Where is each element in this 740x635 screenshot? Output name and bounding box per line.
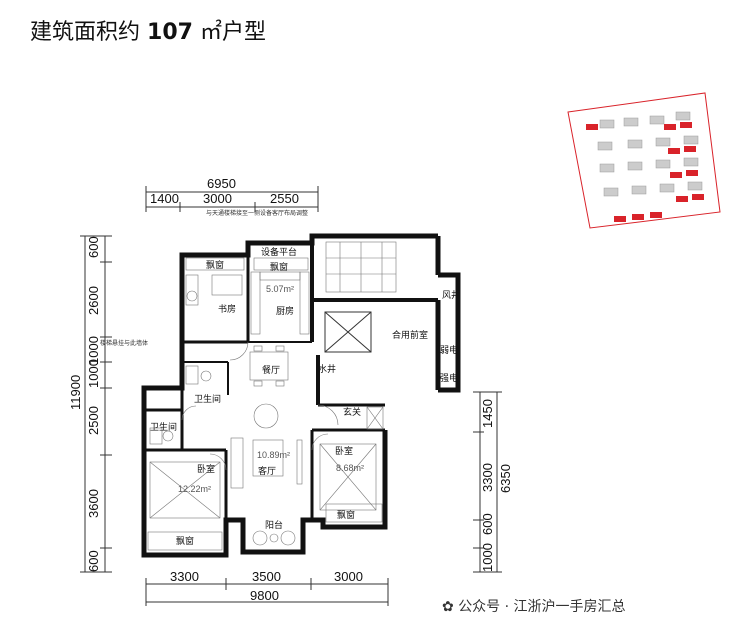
note-left: 楼梯悬挂与此墙体 <box>100 339 148 347</box>
dim-left-seg-1: 600 <box>86 236 101 258</box>
dim-left-seg-7: 600 <box>86 550 101 572</box>
page-title: 建筑面积约 107 ㎡户型 <box>30 14 266 46</box>
elevator <box>324 311 372 353</box>
door-swings <box>181 341 339 471</box>
label-bay-window-4: 飘窗 <box>337 509 355 521</box>
label-balcony: 阳台 <box>265 519 283 531</box>
stair-core <box>325 241 397 293</box>
label-strong-electric: 强电 <box>440 372 458 384</box>
kitchen-counter <box>250 271 310 335</box>
title-suffix: ㎡户型 <box>199 20 266 45</box>
dining-table <box>249 345 289 387</box>
area-kitchen: 5.07m² <box>266 284 294 294</box>
area-bedroom-2: 8.68m² <box>336 463 364 473</box>
dim-left-total: 11900 <box>68 375 83 410</box>
label-bay-window-2: 飘窗 <box>270 261 288 273</box>
dim-left-seg-6: 3600 <box>86 489 101 518</box>
bedroom-2-bed <box>319 443 377 511</box>
dim-top-seg-2: 3000 <box>203 191 232 206</box>
dim-bottom-seg-1: 3300 <box>170 569 199 584</box>
watermark-text: 公众号 · 江浙沪一手房汇总 <box>458 599 626 615</box>
dim-bottom-seg-2: 3500 <box>252 569 281 584</box>
label-bedroom-1: 卧室 <box>197 463 215 475</box>
left-dimension-lines <box>80 235 112 573</box>
bedroom-1-bed <box>149 461 221 519</box>
note-top: 与天通楼梯接至一侧设备客厅布局调整 <box>206 209 308 217</box>
dim-left-seg-2: 2600 <box>86 286 101 315</box>
dim-top-seg-1: 1400 <box>150 191 179 206</box>
label-kitchen: 厨房 <box>276 305 294 317</box>
dim-left-seg-3: 1000 <box>86 336 101 365</box>
label-entrance: 玄关 <box>343 406 361 418</box>
right-dimension-lines <box>473 391 502 573</box>
label-weak-electric: 弱电 <box>440 344 458 356</box>
label-shared-lobby: 合用前室 <box>392 329 428 341</box>
label-bay-window-1: 飘窗 <box>206 259 224 271</box>
area-bedroom-1: 12.22m² <box>178 484 211 494</box>
top-dimension-lines <box>145 186 319 212</box>
dim-top-total: 6950 <box>207 176 236 191</box>
dim-right-seg-4: 1000 <box>480 543 495 572</box>
watermark: ✿ 公众号 · 江浙沪一手房汇总 <box>442 599 626 615</box>
title-prefix: 建筑面积约 <box>30 20 141 45</box>
living-furniture <box>230 403 303 489</box>
entrance-door-cross <box>366 406 384 430</box>
area-living: 10.89m² <box>257 450 290 460</box>
label-equipment-platform: 设备平台 <box>261 246 297 258</box>
bathroom-fixtures <box>149 365 212 445</box>
label-bay-window-3: 飘窗 <box>176 535 194 547</box>
label-water-shaft: 水井 <box>318 363 336 375</box>
dim-left-seg-5: 2500 <box>86 406 101 435</box>
dim-bottom-seg-3: 3000 <box>334 569 363 584</box>
dim-left-seg-4: 1000 <box>86 359 101 388</box>
label-dining: 餐厅 <box>262 364 280 376</box>
label-air-shaft: 风井 <box>442 289 460 301</box>
title-area: 107 <box>147 20 193 45</box>
dim-right-seg-2: 3300 <box>480 463 495 492</box>
study-desk <box>185 274 243 306</box>
label-bathroom-1: 卫生间 <box>194 393 221 405</box>
label-living: 客厅 <box>258 465 276 477</box>
dim-right-total: 6350 <box>498 464 513 493</box>
label-bedroom-2: 卧室 <box>335 445 353 457</box>
walls <box>141 233 461 558</box>
site-key-plan <box>567 92 721 229</box>
dim-top-seg-3: 2550 <box>270 191 299 206</box>
dim-right-seg-1: 1450 <box>480 399 495 428</box>
balcony-furniture <box>252 530 296 546</box>
dim-right-seg-3: 600 <box>480 513 495 535</box>
label-study: 书房 <box>218 303 236 315</box>
bottom-dimension-lines <box>145 578 389 606</box>
bay-windows <box>147 257 383 551</box>
dim-bottom-total: 9800 <box>250 588 279 603</box>
label-bathroom-2: 卫生间 <box>150 421 177 433</box>
